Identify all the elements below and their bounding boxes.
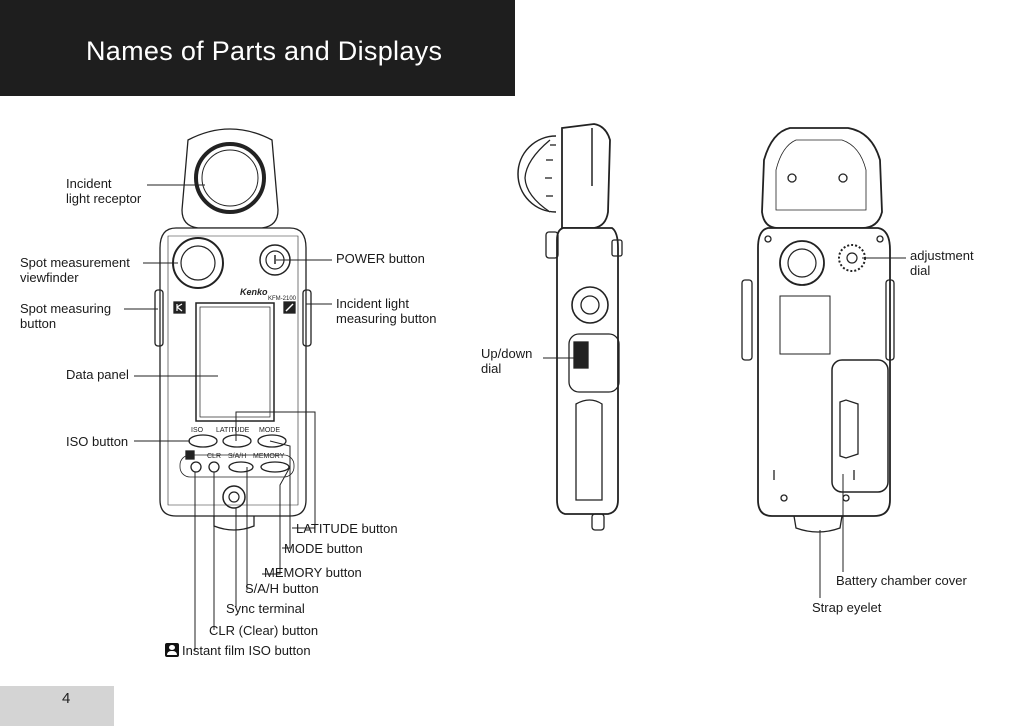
screw-icon xyxy=(780,494,788,502)
svg-text:ISO: ISO xyxy=(191,427,204,434)
svg-text:CLR: CLR xyxy=(207,453,221,460)
updown-dial-icon xyxy=(573,341,589,369)
page-title: Names of Parts and Displays xyxy=(86,36,443,66)
label-data-panel: Data panel xyxy=(66,367,129,382)
svg-text:MODE: MODE xyxy=(259,427,280,434)
screw-icon xyxy=(838,173,848,183)
side-view-device xyxy=(517,123,623,531)
label-iso-button: ISO button xyxy=(66,434,129,449)
label-spot-viewfinder: Spot measurement viewfinder xyxy=(20,255,130,285)
label-memory-button: MEMORY button xyxy=(264,565,362,580)
label-sah-button: S/A/H button xyxy=(245,581,319,596)
model-number: KFM-2100 xyxy=(268,296,297,302)
label-updown-dial: Up/down dial xyxy=(481,346,533,376)
page-number-box: 4 xyxy=(0,686,114,726)
instant-film-icon xyxy=(165,643,179,657)
svg-text:LATITUDE: LATITUDE xyxy=(216,427,250,434)
page-number: 4 xyxy=(62,690,71,707)
label-incident-light-receptor: Incident light receptor xyxy=(66,176,142,206)
svg-text:S/A/H: S/A/H xyxy=(228,453,246,460)
brand-logo: Kenko xyxy=(240,287,268,297)
label-latitude-button: LATITUDE button xyxy=(296,521,398,536)
label-power-button: POWER button xyxy=(336,251,425,266)
incident-light-receptor-icon xyxy=(194,142,266,214)
instant-film-mini-icon xyxy=(185,450,195,460)
svg-text:MEMORY: MEMORY xyxy=(253,453,285,460)
spot-button-icon xyxy=(173,301,186,314)
screw-icon xyxy=(876,235,884,243)
label-battery-chamber-cover: Battery chamber cover xyxy=(836,573,967,588)
label-clr-button: CLR (Clear) button xyxy=(209,623,319,638)
label-strap-eyelet: Strap eyelet xyxy=(812,600,882,615)
screw-icon xyxy=(764,235,772,243)
label-sync-terminal: Sync terminal xyxy=(226,601,305,616)
label-instant-film-iso-button: Instant film ISO button xyxy=(165,643,311,658)
label-spot-measuring-button: Spot measuring button xyxy=(20,301,112,331)
page-header: Names of Parts and Displays xyxy=(0,0,515,96)
label-incident-measuring-button: Incident light measuring button xyxy=(336,296,437,326)
label-adjustment-dial: adjustment dial xyxy=(910,248,974,278)
front-view-device xyxy=(154,128,312,531)
back-view-device xyxy=(741,127,895,533)
label-mode-button: MODE button xyxy=(284,541,363,556)
screw-icon xyxy=(787,173,797,183)
